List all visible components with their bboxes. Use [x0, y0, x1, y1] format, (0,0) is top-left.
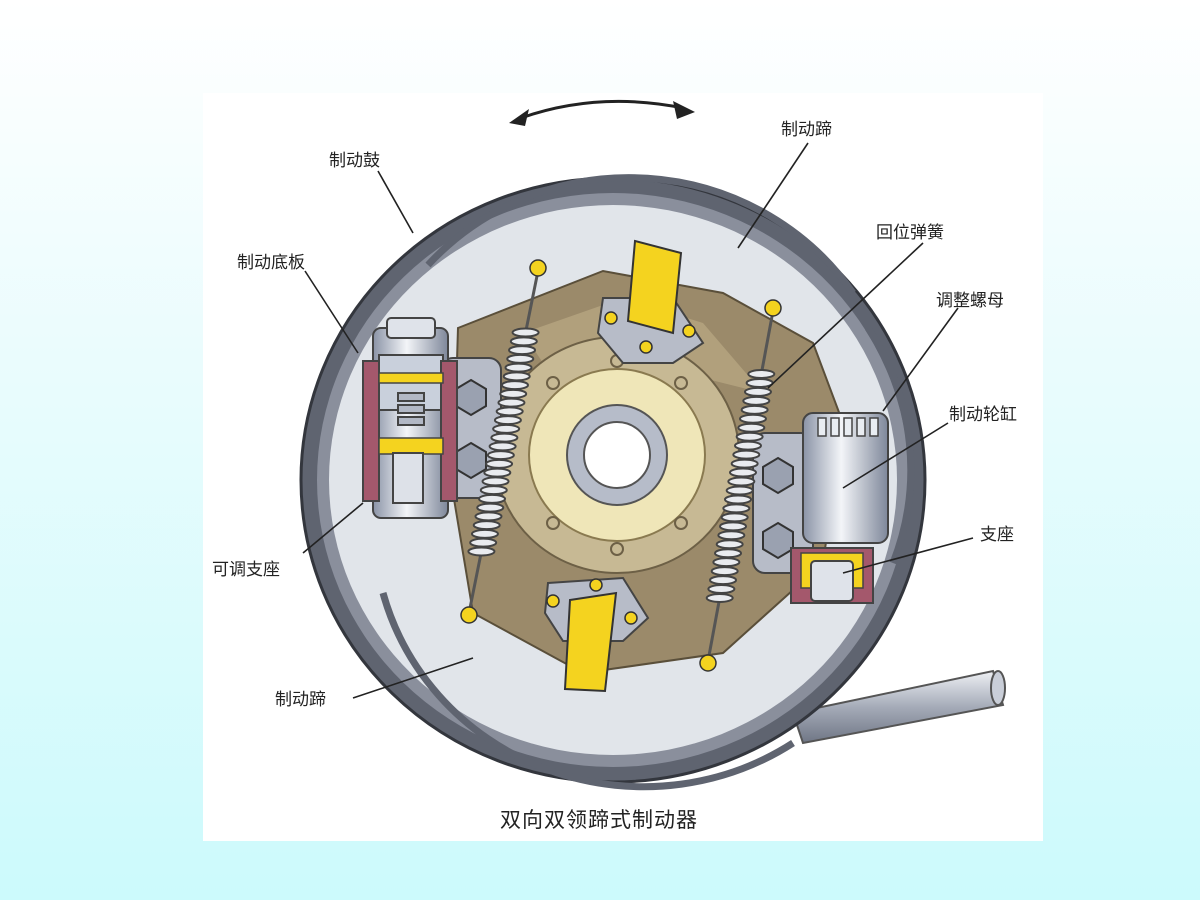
spring-coil [747, 369, 776, 379]
spring-coil [488, 441, 517, 452]
spring-coil [504, 362, 533, 373]
spring-coil [714, 548, 743, 559]
spring-coil [742, 395, 771, 406]
spring-coil [730, 458, 759, 469]
label-brake-shoe-bottom: 制动蹄 [275, 690, 326, 710]
spring-coil [467, 546, 496, 557]
spring-coil [486, 450, 515, 461]
spring-coil [509, 336, 538, 347]
label-return-spring: 回位弹簧 [876, 223, 944, 243]
label-adjustable-support: 可调支座 [212, 560, 280, 580]
spring-coil [705, 593, 734, 603]
spring-coil [478, 493, 507, 504]
spring-coil [732, 449, 761, 460]
top-anchor [596, 239, 705, 364]
spring-coil [727, 476, 756, 487]
spring-coil [724, 494, 753, 505]
brake-diagram [299, 99, 1006, 791]
spring-coil [728, 467, 757, 478]
spring-coil [715, 539, 744, 550]
spring-coil [738, 413, 767, 424]
leader-lines [302, 142, 974, 699]
hub [494, 336, 740, 574]
label-support: 支座 [980, 525, 1014, 545]
spring-coil [508, 345, 537, 356]
spring-coil [709, 575, 738, 586]
rotation-arrow [509, 99, 695, 126]
spring-coil [719, 521, 748, 532]
spring-coil [717, 530, 746, 541]
spring-coil [737, 422, 766, 433]
spring-coil [506, 353, 535, 364]
spring-coil [479, 485, 508, 496]
spring-coil [481, 476, 510, 487]
spring-coil [470, 528, 499, 539]
diagram-caption: 双向双领蹄式制动器 [500, 808, 698, 832]
label-brake-drum: 制动鼓 [329, 151, 380, 171]
bottom-anchor [543, 576, 650, 693]
spring-coil [492, 423, 521, 434]
axle-rod [791, 669, 1006, 745]
spring-coil [485, 458, 514, 469]
return-spring-left [460, 259, 547, 624]
spring-coil [707, 584, 736, 595]
spring-coil [740, 404, 769, 415]
spring-coil [745, 377, 774, 388]
spring-coil [502, 371, 531, 382]
spring-coil [743, 386, 772, 397]
return-spring-right [699, 299, 782, 672]
spring-coil [720, 512, 749, 523]
spring-coil [469, 537, 498, 548]
spring-coil [722, 503, 751, 514]
label-backing-plate: 制动底板 [237, 253, 305, 273]
spring-coil [733, 440, 762, 451]
label-wheel-cylinder: 制动轮缸 [949, 405, 1017, 425]
spring-coil [499, 388, 528, 399]
label-brake-shoe-top: 制动蹄 [781, 120, 832, 140]
spring-coil [725, 485, 754, 496]
spring-coil [712, 557, 741, 568]
wheel-cylinder-assembly [790, 412, 889, 604]
spring-coil [735, 431, 764, 442]
spring-coil [493, 415, 522, 426]
spring-coil [710, 566, 739, 577]
lining-arcs [379, 174, 915, 791]
spring-coil [497, 397, 526, 408]
spring-coil [500, 380, 529, 391]
spring-coil [511, 327, 540, 338]
diagram-panel: 制动蹄 制动鼓 回位弹簧 制动底板 调整螺母 制动轮缸 可调支座 支座 制动蹄 … [203, 93, 1043, 841]
label-adjusting-nut: 调整螺母 [936, 291, 1004, 311]
spring-coil [476, 502, 505, 513]
spring-coil [495, 406, 524, 417]
spring-coil [472, 520, 501, 531]
spring-coil [490, 432, 519, 443]
spring-coil [474, 511, 503, 522]
adjustable-support-assembly [362, 317, 458, 519]
spring-coil [483, 467, 512, 478]
